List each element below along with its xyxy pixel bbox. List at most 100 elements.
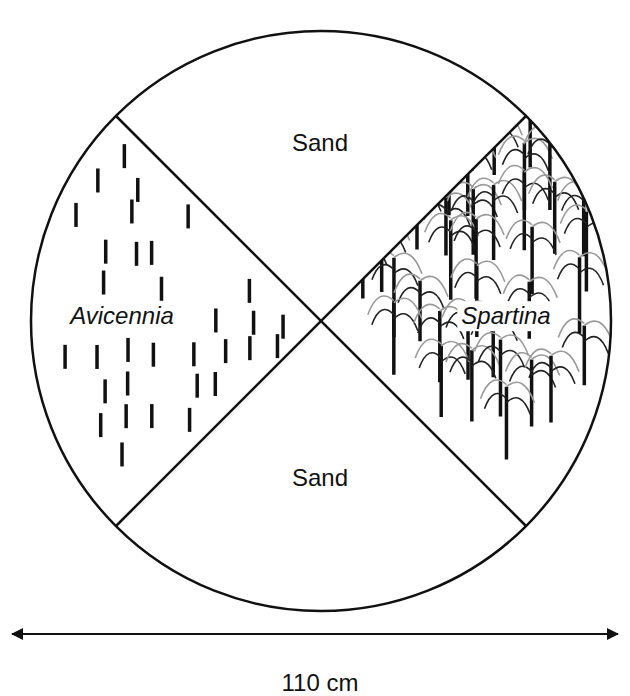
seedling-mark bbox=[124, 404, 128, 428]
seedling-mark bbox=[74, 203, 78, 227]
seedling-mark bbox=[104, 240, 108, 264]
plant-leaf bbox=[418, 318, 440, 333]
seedling-mark bbox=[248, 336, 252, 360]
plant-leaf bbox=[398, 288, 420, 303]
seedling-mark bbox=[150, 404, 154, 428]
plant-leaf bbox=[449, 154, 473, 171]
plant-leaf bbox=[562, 195, 584, 210]
plant-leaf bbox=[423, 136, 449, 155]
plant-leaf bbox=[510, 366, 532, 381]
plant-leaf bbox=[477, 277, 501, 294]
seedling-mark bbox=[102, 271, 106, 295]
plant-leaf bbox=[356, 218, 382, 237]
plant-leaf bbox=[584, 337, 608, 354]
plant-leaf bbox=[494, 196, 518, 213]
plant-leaf bbox=[395, 190, 417, 205]
plant-leaf bbox=[360, 231, 382, 246]
plant-leaf bbox=[502, 179, 524, 194]
plant-stem bbox=[447, 143, 451, 216]
plant-leaf bbox=[530, 90, 558, 110]
seedling-mark bbox=[276, 334, 280, 358]
seedling-mark bbox=[95, 345, 99, 369]
plant-leaf bbox=[454, 226, 476, 241]
seedling-mark bbox=[252, 311, 256, 335]
plant-leaf bbox=[451, 196, 473, 211]
seedling-mark bbox=[195, 374, 199, 398]
plant-stem bbox=[583, 326, 587, 386]
seedling-mark bbox=[103, 379, 107, 403]
plant-leaf bbox=[391, 177, 417, 196]
seedling-mark bbox=[150, 241, 154, 265]
species-label: Spartina bbox=[457, 301, 554, 331]
plant-leaf bbox=[562, 332, 584, 347]
zone-label: Sand bbox=[288, 128, 352, 158]
plant-stem bbox=[415, 183, 419, 249]
plant-stem bbox=[466, 142, 470, 216]
zone-label: Sand bbox=[288, 463, 352, 493]
plant-leaf bbox=[419, 353, 441, 368]
plant-leaf bbox=[532, 238, 556, 255]
plant-leaf bbox=[468, 137, 496, 157]
seedling-mark bbox=[96, 168, 100, 192]
plant-leaf bbox=[476, 230, 500, 247]
plant-leaf bbox=[529, 363, 551, 378]
spartina-plants bbox=[337, 88, 615, 460]
plant-leaf bbox=[472, 192, 494, 207]
plot-circle bbox=[31, 31, 611, 611]
seedling-mark bbox=[135, 242, 139, 266]
plant-leaf bbox=[446, 149, 468, 164]
plant-leaf bbox=[417, 179, 445, 199]
seedling-mark bbox=[281, 315, 285, 339]
plant-leaf bbox=[455, 273, 477, 288]
plant-leaf bbox=[528, 139, 550, 154]
plant-leaf bbox=[468, 113, 494, 132]
plant-leaf bbox=[504, 88, 530, 107]
plant-leaf bbox=[558, 264, 580, 279]
dimension-label: 110 cm bbox=[278, 668, 363, 696]
plant-leaf bbox=[550, 128, 578, 148]
plant-leaf bbox=[442, 135, 468, 154]
seedling-mark bbox=[186, 204, 190, 228]
plant-leaf bbox=[341, 244, 363, 259]
avicennia-seedlings bbox=[63, 144, 284, 466]
seedling-mark bbox=[192, 342, 196, 366]
plant-leaf bbox=[524, 183, 548, 200]
plant-leaf bbox=[510, 234, 532, 249]
seedling-mark bbox=[188, 408, 192, 432]
species-label: Avicennia bbox=[66, 301, 178, 331]
plant-leaf bbox=[472, 361, 496, 378]
seedling-mark bbox=[123, 144, 127, 168]
seedling-mark bbox=[136, 178, 140, 202]
plant-leaf bbox=[449, 138, 477, 158]
seedling-mark bbox=[120, 442, 124, 466]
seedling-mark bbox=[160, 277, 164, 301]
plant-leaf bbox=[429, 227, 451, 242]
plant-leaf bbox=[551, 367, 575, 384]
plant-leaf bbox=[530, 105, 554, 122]
plant-leaf bbox=[372, 310, 394, 325]
seedling-mark bbox=[130, 199, 134, 223]
plant-leaf bbox=[427, 150, 449, 165]
plant-leaf bbox=[533, 189, 555, 204]
plant-leaf bbox=[363, 233, 391, 253]
plant-stem bbox=[444, 198, 448, 256]
plant-stem bbox=[361, 237, 365, 299]
seedling-mark bbox=[152, 343, 156, 367]
seedling-mark bbox=[214, 372, 218, 396]
plant-leaf bbox=[337, 230, 363, 249]
plant-leaf bbox=[502, 150, 524, 165]
seedling-mark bbox=[126, 338, 130, 362]
plant-leaf bbox=[564, 218, 586, 233]
seedling-mark bbox=[248, 279, 252, 303]
seedling-mark bbox=[99, 413, 103, 437]
seedling-mark bbox=[224, 339, 228, 363]
plant-leaf bbox=[472, 126, 494, 141]
plant-leaf bbox=[450, 357, 472, 372]
plant-leaf bbox=[478, 346, 500, 361]
seedling-mark bbox=[214, 308, 218, 332]
seedling-mark bbox=[63, 345, 66, 369]
dimension-arrow bbox=[12, 633, 618, 635]
plant-leaf bbox=[584, 184, 612, 204]
seedling-mark bbox=[126, 371, 130, 395]
plant-leaf bbox=[506, 398, 530, 415]
